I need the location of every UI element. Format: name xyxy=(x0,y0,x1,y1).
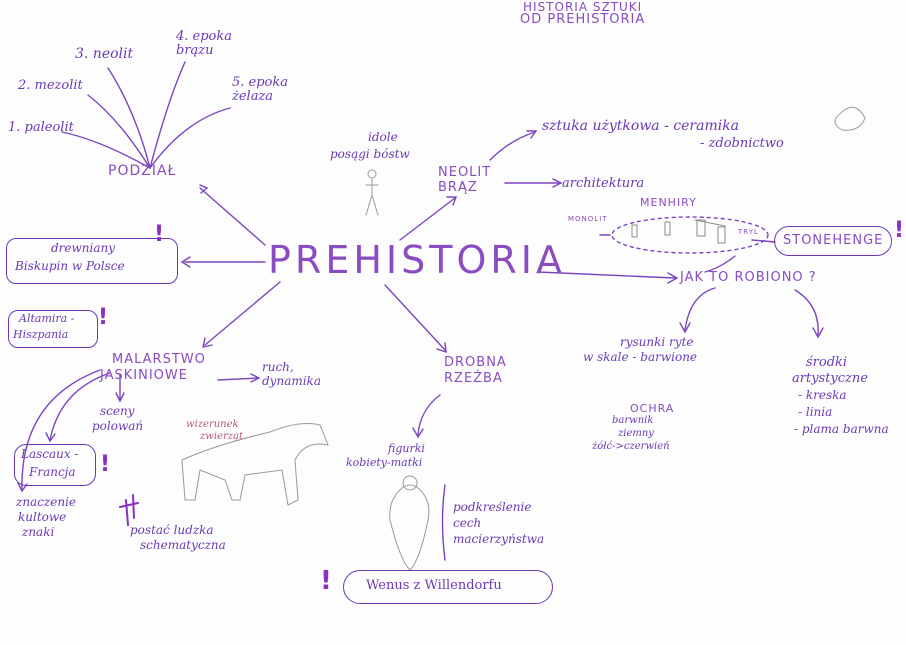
page-title: PREHISTORIA xyxy=(268,238,566,282)
menhir-oval xyxy=(611,216,769,254)
altamira-a: Altamira - xyxy=(19,312,75,325)
lascaux-a: Lascaux - xyxy=(21,447,79,461)
altamira-b: Hiszpania xyxy=(13,328,69,341)
biskupin-line1: drewniany xyxy=(51,241,116,255)
how-right-e: - plama barwna xyxy=(794,422,889,436)
znaczenie-b: kultowe xyxy=(18,510,67,524)
line-how-left xyxy=(684,287,716,331)
line-braz xyxy=(149,61,186,169)
period-zelazo: 5. epoka żelaza xyxy=(232,75,289,104)
line-zelazo xyxy=(149,107,231,169)
sceny-a: sceny xyxy=(100,404,135,418)
stonehenge-box: STONEHENGE xyxy=(774,226,892,256)
stonehenge-label: STONEHENGE xyxy=(783,233,884,248)
idols-b: posągi bóstw xyxy=(330,147,410,161)
biskupin-line2: Biskupin w Polsce xyxy=(15,259,125,273)
rzezba-label-b: RZEŹBA xyxy=(444,371,503,386)
menhiry-label: MENHIRY xyxy=(640,196,697,209)
period-neolit: 3. neolit xyxy=(75,46,134,62)
exclaim-wenus: ! xyxy=(320,566,332,596)
ochra-label: OCHRA xyxy=(630,402,675,415)
how-right-b: artystyczne xyxy=(792,371,868,386)
wenus-label: Wenus z Willendorfu xyxy=(366,578,502,593)
wizerunek-b: zwierząt xyxy=(200,431,243,442)
how-right-a: środki xyxy=(806,355,848,370)
znaczenie-c: znaki xyxy=(22,525,55,539)
biskupin-box: drewniany Biskupin w Polsce xyxy=(6,238,178,284)
line-center-malarstwo xyxy=(204,281,281,346)
idols-a: idole xyxy=(368,130,398,144)
lascaux-b: Francja xyxy=(29,465,76,479)
how-left-a: rysunki ryte xyxy=(620,335,694,349)
podzial-label: PODZIAŁ xyxy=(108,163,177,179)
ruch-a: ruch, xyxy=(262,360,294,374)
postac-a: postać ludzka xyxy=(130,523,214,537)
line-how-right xyxy=(794,289,819,336)
ochra-c: żółć->czerwień xyxy=(592,441,670,452)
how-left-b: w skale - barwione xyxy=(583,350,698,364)
braz-label: BRĄZ xyxy=(438,180,478,195)
postac-b: schematyczna xyxy=(140,538,226,552)
how-label: JAK TO ROBIONO ? xyxy=(680,270,817,285)
line-malarstwo-znaczenie xyxy=(21,369,101,491)
line-mezolit xyxy=(87,94,151,169)
malarstwo-label-a: MALARSTWO xyxy=(112,352,206,367)
figurki-a: figurki xyxy=(388,442,425,455)
tryl-label: TRYL xyxy=(738,228,759,236)
line-center-how xyxy=(537,271,676,279)
period-braz: 4. epoka brązu xyxy=(176,29,233,58)
exclaim-stonehenge: ! xyxy=(894,218,905,243)
how-right-d: - linia xyxy=(798,405,833,419)
venus-sketch xyxy=(389,484,430,571)
wenus-box: Wenus z Willendorfu xyxy=(343,570,553,604)
human-figure-sketch xyxy=(119,494,139,526)
exclaim-lascaux: ! xyxy=(100,452,111,477)
wizerunek-a: wizerunek xyxy=(186,419,239,430)
monolit-label: MONOLIT xyxy=(568,215,608,223)
period-mezolit: 2. mezolit xyxy=(18,78,83,93)
line-center-rzezba xyxy=(384,284,446,351)
exclaim-altamira: ! xyxy=(98,305,109,330)
line-neolit-sztuka xyxy=(489,131,536,161)
ruch-b: dynamika xyxy=(262,374,321,388)
period-paleolit: 1. paleolit xyxy=(8,120,74,135)
horse-sketch xyxy=(181,423,329,506)
architecture-label: architektura xyxy=(562,176,645,191)
podkr-a: podkreślenie xyxy=(453,500,532,514)
applied-art: sztuka użytkowa - ceramika xyxy=(542,118,740,134)
neolit-label: NEOLIT xyxy=(438,165,492,180)
rzezba-label-a: DROBNA xyxy=(444,355,507,370)
line-center-neolit xyxy=(399,197,456,241)
lascaux-box: Lascaux - Francja xyxy=(14,444,96,486)
header-line2: OD PREHISTORIA xyxy=(520,12,646,27)
idol-figure xyxy=(365,177,379,216)
podkr-b: cech xyxy=(453,516,482,530)
line-center-podzial xyxy=(199,187,266,246)
line-paleolit xyxy=(61,131,151,169)
figurki-b: kobiety-matki xyxy=(346,456,423,469)
line-neolit xyxy=(107,67,151,169)
znaczenie-a: znaczenie xyxy=(16,495,77,509)
podkr-c: macierzyństwa xyxy=(453,532,545,546)
menhir-stone-1 xyxy=(631,224,638,238)
ochra-b: ziemny xyxy=(618,428,654,439)
how-right-c: - kreska xyxy=(798,388,847,402)
pottery-sketch xyxy=(834,106,866,131)
altamira-box: Altamira - Hiszpania xyxy=(8,310,98,348)
header-line1: HISTORIA SZTUKI xyxy=(523,0,643,14)
brace-podkreslenie xyxy=(441,484,446,561)
malarstwo-label-b: JASKINIOWE xyxy=(100,368,188,383)
ochra-a: barwnik xyxy=(612,415,654,426)
sceny-b: polowań xyxy=(92,419,144,433)
applied-decor: - zdobnictwo xyxy=(700,136,784,151)
exclaim-biskupin: ! xyxy=(154,222,165,247)
